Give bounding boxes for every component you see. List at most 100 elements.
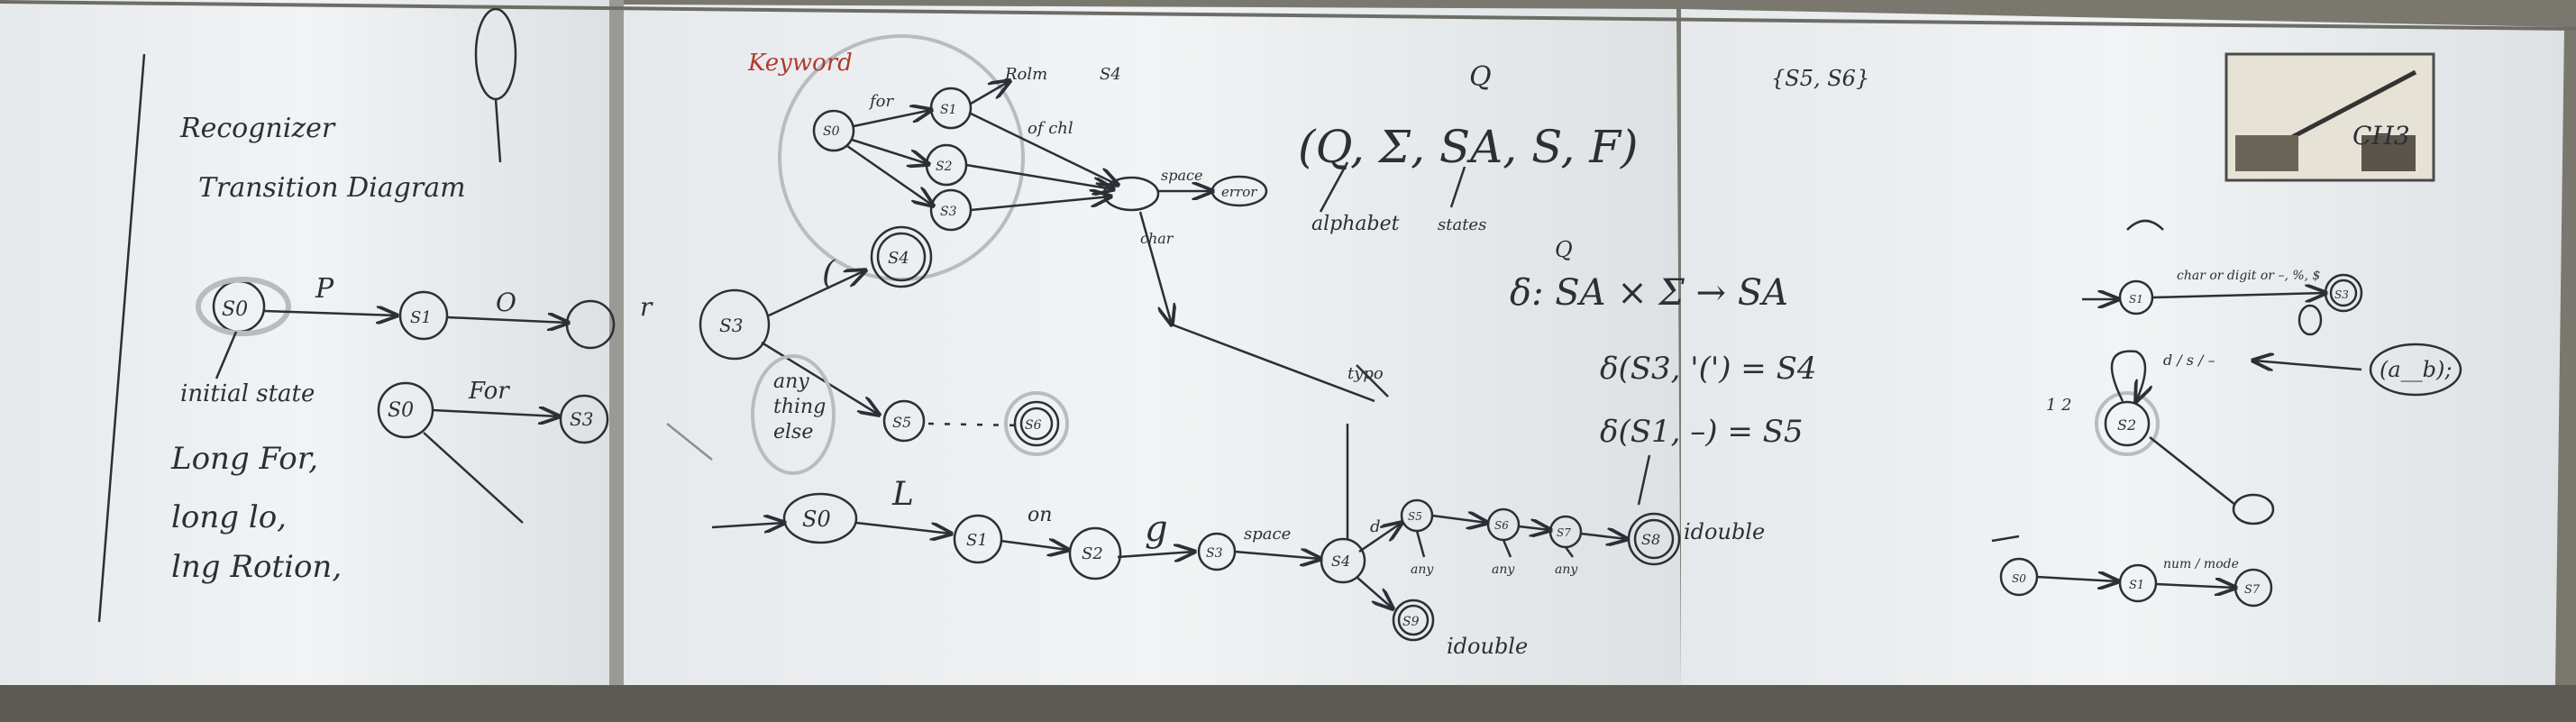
word-line-3: lng Rotion, [171, 549, 342, 585]
r-bottom-edge-label: num / mode [2163, 557, 2239, 571]
main-s2-label: S2 [1082, 544, 1103, 563]
kw-edge-of-chl: of chl [1028, 119, 1073, 138]
main-s4-label: S4 [1331, 553, 1350, 570]
board-tray [0, 685, 2576, 722]
title-transition-diagram: Transition Diagram [198, 172, 466, 204]
title-recognizer: Recognizer [179, 113, 336, 144]
tuple-formula: (Q, Σ, SA, S, F) [1298, 121, 1639, 173]
main-s1 [953, 514, 1003, 564]
r-top-label: char or digit or –, %, $ [2177, 269, 2321, 283]
state-s4-circle [870, 225, 933, 288]
edge-for-label: For [468, 378, 510, 405]
anything-1: any [773, 370, 809, 393]
state-s8-label: S8 [1641, 531, 1660, 548]
state-s5-label: S5 [892, 414, 911, 431]
main-s4 [1320, 537, 1366, 584]
kw-edge-s4: S4 [1100, 65, 1121, 84]
states-note: states [1438, 215, 1486, 234]
sub-s6-label: S6 [1494, 519, 1509, 532]
state-s2-circle [565, 299, 616, 350]
state-s8-circle [1627, 512, 1681, 566]
r-state-s3-label: S3 [2334, 288, 2349, 301]
idouble-label: idouble [1684, 519, 1765, 544]
sub-s7-label: S7 [1557, 526, 1571, 539]
regex-box [2369, 343, 2462, 397]
other-label-2: any [1492, 562, 1515, 577]
word-line-1: Long For, [170, 441, 318, 477]
r-bottom-s7 [2233, 568, 2273, 608]
middle-board [666, 34, 1681, 642]
anything-2: thing [773, 396, 826, 418]
q-mark-2: Q [1555, 237, 1573, 262]
margin-line [97, 53, 146, 623]
other-label-1: any [1411, 562, 1434, 577]
r-side-marks: 1 2 [2046, 396, 2072, 415]
idouble-label-2: idouble [1447, 634, 1528, 659]
state-s5-circle [882, 399, 926, 443]
right-board [1991, 52, 2462, 608]
state-s1-circle [398, 290, 449, 341]
edge-d-label: d [1370, 517, 1381, 536]
board-panels [0, 0, 2576, 685]
kw-end [1102, 176, 1160, 212]
edge-L-label: L [891, 476, 914, 513]
main-s0 [782, 492, 858, 544]
r-loop-label: d / s / – [2163, 352, 2215, 369]
state-s9-label: S9 [1402, 615, 1420, 629]
kw-edge-space: space [1161, 167, 1202, 184]
keyword-label: Keyword [747, 50, 853, 77]
main-s0-label: S0 [802, 507, 831, 532]
edge-o-label: O [496, 288, 516, 317]
kw-s0-label: S0 [823, 124, 840, 139]
state-s9-circle [1392, 599, 1435, 642]
edge-p-label: P [315, 273, 334, 305]
kw-edge-rolm: Rolm [1004, 65, 1047, 84]
delta-rule-1: δ(S3, '(') = S4 [1600, 351, 1817, 387]
state-s1-label: S1 [410, 308, 432, 327]
right-board-text: CH3 char or digit or –, %, $ S1 S3 d / s… [2012, 121, 2452, 597]
delta-rule-2: δ(S1, –) = S5 [1600, 414, 1804, 450]
kw-s3-label: S3 [940, 205, 957, 219]
state-s4-label: S4 [888, 249, 909, 268]
r-bottom-s1-label: S1 [2129, 579, 2144, 592]
r-bottom-s0-label: S0 [2012, 572, 2026, 585]
edge-o-label: on [1028, 504, 1052, 526]
edge-space2-label: space [1244, 525, 1291, 544]
word-line-2: long lo, [171, 499, 287, 535]
state-s3-circle [699, 288, 771, 361]
q-mark-1: Q [1469, 61, 1492, 93]
sub-s5-label: S5 [1408, 510, 1422, 523]
edge-g-label: g [1145, 508, 1168, 550]
main-s3-label: S3 [1206, 546, 1223, 561]
state-s3b-label: S3 [570, 408, 593, 430]
r-state-s3 [2324, 273, 2363, 313]
main-s1-label: S1 [966, 531, 988, 550]
r-state-s2 [2104, 400, 2151, 447]
delta-definition: δ: SA × Σ → SA [1510, 272, 1788, 314]
r-state-s1-label: S1 [2129, 293, 2143, 306]
set-note: {S5, S6} [1771, 66, 1869, 91]
kw-edge-char: char [1140, 230, 1174, 247]
regex-label: (a__b); [2380, 357, 2452, 382]
middle-board-text: Keyword for S0 S1 S2 S3 Rolm S4 of chl s… [719, 50, 1869, 659]
main-s2 [1068, 526, 1122, 580]
kw-s0 [812, 109, 855, 152]
state-s6-label: S6 [1025, 418, 1042, 433]
anything-3: else [773, 421, 813, 443]
typo-label: typo [1347, 364, 1384, 383]
anything-else-outline [751, 354, 836, 475]
initial-state-label: initial state [180, 380, 315, 407]
error-state [1210, 175, 1268, 207]
r-bottom-s7-label: S7 [2244, 583, 2261, 597]
left-board [97, 7, 616, 623]
error-state-label: error [1221, 184, 1257, 200]
state-s3b-circle [559, 394, 609, 444]
alphabet-label: alphabet [1311, 213, 1400, 235]
paren-label: ( [822, 255, 836, 292]
state-s3-label: S3 [719, 315, 743, 336]
sticker-text: CH3 [2352, 121, 2410, 151]
edge-r-label: r [640, 292, 653, 322]
r-bottom-s1 [2118, 563, 2158, 603]
kw-edge-for: for [868, 92, 894, 111]
